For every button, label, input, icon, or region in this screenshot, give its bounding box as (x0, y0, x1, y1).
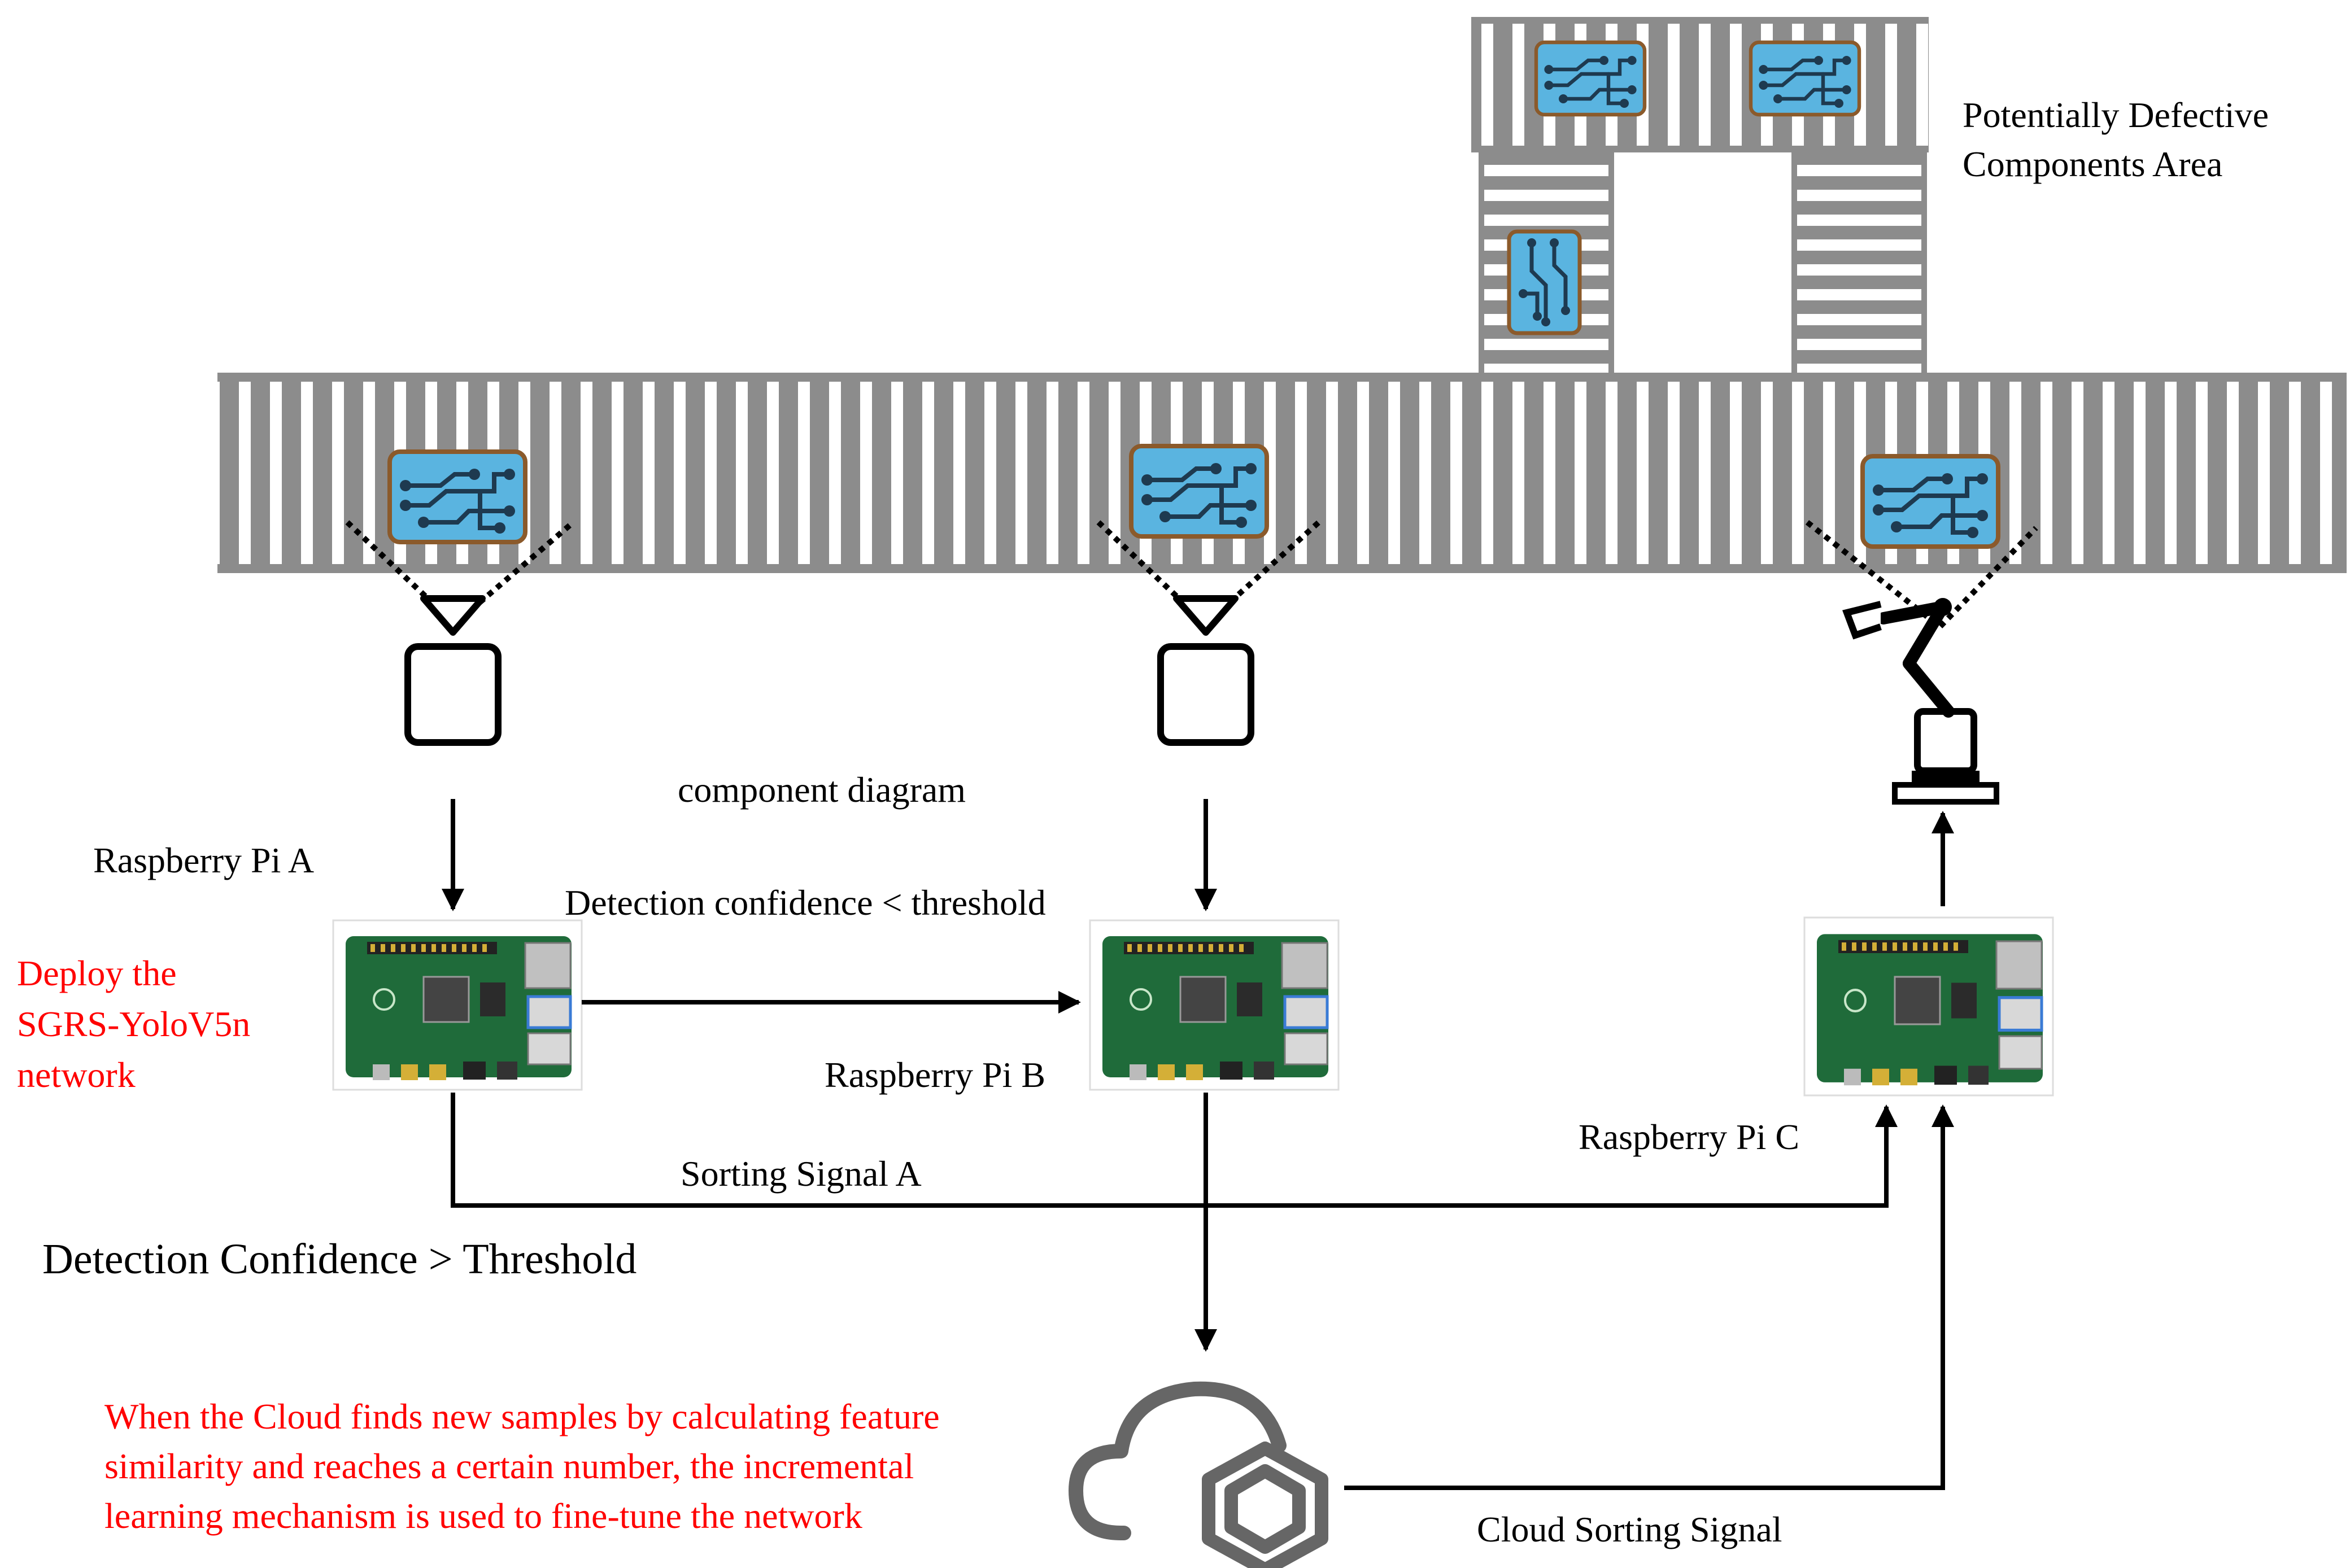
confidence-low-label: Detection confidence < threshold (565, 883, 1046, 923)
cloud-icon (1069, 1381, 1328, 1568)
cloud-sorting-signal-label: Cloud Sorting Signal (1477, 1509, 1782, 1549)
pcb-icon (1536, 42, 1645, 115)
deploy-note-line2: SGRS-YoloV5n (17, 1004, 250, 1044)
raspberry-pi-b-label: Raspberry Pi B (825, 1055, 1045, 1095)
pcb-icon (1863, 456, 1998, 547)
pcb-icon (1509, 232, 1580, 333)
defective-area-label-line1: Potentially Defective (1963, 95, 2269, 135)
pcb-icon (390, 452, 525, 542)
cloud-note-line3: learning mechanism is used to fine-tune … (104, 1496, 862, 1536)
cloud-note-line1: When the Cloud finds new samples by calc… (104, 1396, 940, 1436)
main-conveyor (217, 373, 2347, 573)
component-diagram-label: component diagram (678, 770, 966, 810)
raspberry-pi-c-board-icon (1804, 918, 2053, 1095)
camera-icon (408, 599, 498, 742)
sorting-signal-a-label: Sorting Signal A (681, 1154, 922, 1194)
pcb-icon (1751, 42, 1859, 115)
flow-arrows (442, 799, 1954, 1490)
confidence-high-label: Detection Confidence > Threshold (42, 1235, 636, 1283)
raspberry-pi-c-label: Raspberry Pi C (1579, 1117, 1799, 1157)
raspberry-pi-b-board-icon (1090, 920, 1339, 1090)
raspberry-pi-a-label: Raspberry Pi A (93, 840, 314, 880)
cloud-note-line2: similarity and reaches a certain number,… (104, 1446, 914, 1486)
pcb-icon (1131, 446, 1267, 536)
defective-area-label-line2: Components Area (1963, 144, 2222, 184)
deploy-note-line1: Deploy the (17, 953, 177, 993)
raspberry-pi-a-board-icon (333, 920, 582, 1090)
robot-arm-icon (1842, 598, 1999, 805)
camera-icon (1161, 599, 1251, 742)
deploy-note-line3: network (17, 1055, 136, 1095)
